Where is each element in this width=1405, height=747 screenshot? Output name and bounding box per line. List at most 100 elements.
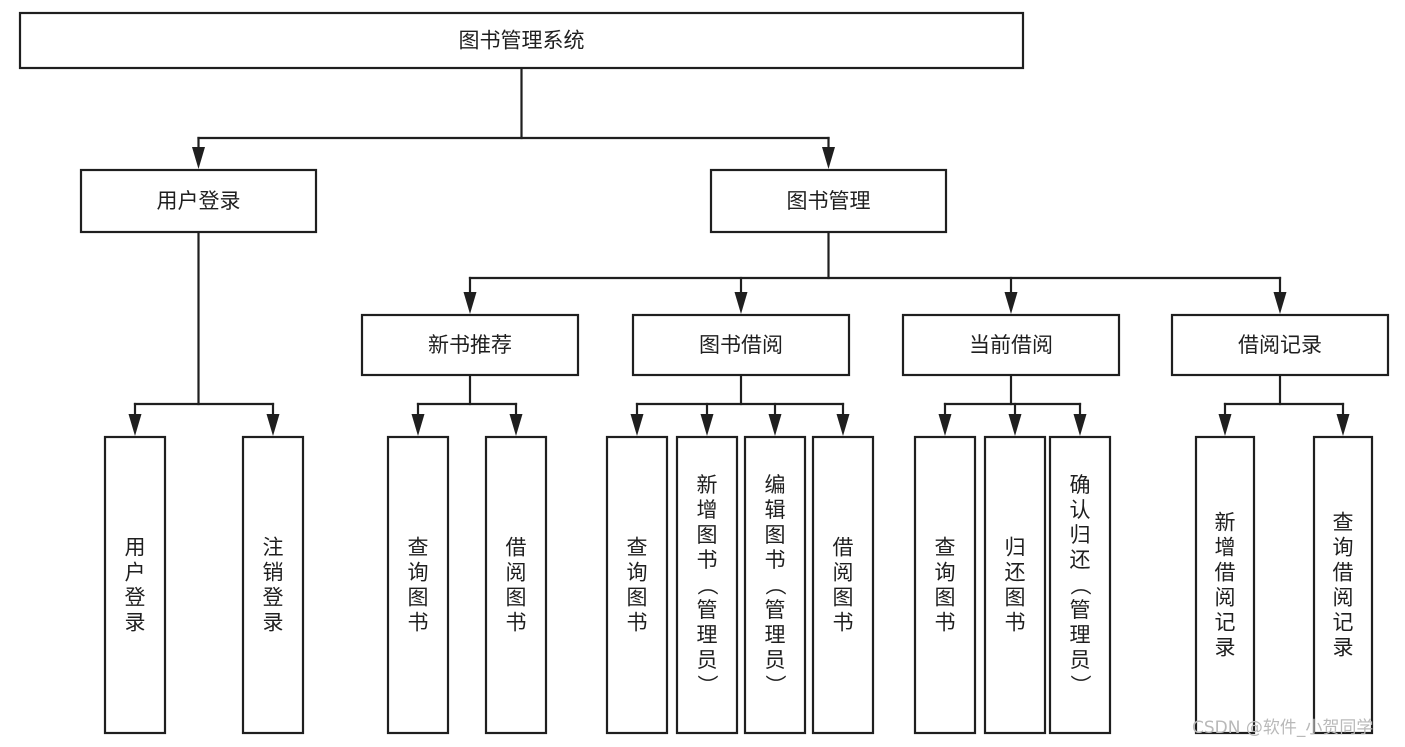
node-box[interactable] (811, 435, 875, 735)
node-label-char: 登 (125, 586, 146, 610)
node-label-char: （ (763, 575, 787, 596)
node-label-char: 认 (1070, 498, 1091, 522)
node-label-char: 新 (697, 473, 718, 497)
node-label-char: 图 (697, 523, 718, 547)
node-box[interactable] (743, 435, 807, 735)
node-box[interactable] (79, 168, 318, 234)
node-box[interactable] (709, 168, 948, 234)
node-level3-current-borrow[interactable]: 当前借阅 (901, 313, 1121, 377)
node-level3-borrow-records[interactable]: 借阅记录 (1170, 313, 1390, 377)
node-label-char: 图 (506, 586, 527, 610)
arrow-head-icon (509, 414, 523, 436)
node-label: 图书借阅 (699, 333, 783, 357)
node-label-char: 书 (506, 611, 527, 635)
node-label-char: 借 (1215, 561, 1236, 585)
node-label-char: ） (1068, 675, 1092, 696)
node-label-char: 询 (408, 561, 429, 585)
arrow-head-icon (836, 414, 850, 436)
node-box[interactable] (1170, 313, 1390, 377)
node-label-char: 图 (765, 523, 786, 547)
node-label-char: 图 (627, 586, 648, 610)
node-label-char: 图 (1005, 586, 1026, 610)
node-box[interactable] (901, 313, 1121, 377)
node-label-char: 管 (765, 598, 786, 622)
node-level3-new-book-recommend[interactable]: 新书推荐 (360, 313, 580, 377)
node-label-char: 查 (935, 536, 956, 560)
node-label-char: 员 (697, 648, 718, 672)
node-label-char: ） (763, 675, 787, 696)
node-level3-book-borrow[interactable]: 图书借阅 (631, 313, 851, 377)
node-label-char: 销 (263, 561, 284, 585)
node-box[interactable] (983, 435, 1047, 735)
node-label-char: 书 (697, 548, 718, 572)
node-label-char: 图 (408, 586, 429, 610)
node-label-char: 注 (263, 536, 284, 560)
node-box[interactable] (484, 435, 548, 735)
node-box[interactable] (241, 435, 305, 735)
arrow-head-icon (822, 147, 835, 169)
node-label-char: 新 (1215, 511, 1236, 535)
node-root[interactable]: 图书管理系统 (18, 11, 1025, 70)
node-box[interactable] (103, 435, 167, 735)
node-label: 借阅记录 (1238, 333, 1322, 357)
node-label-char: 登 (263, 586, 284, 610)
node-label-char: 理 (1070, 623, 1091, 647)
node-label-char: 录 (263, 611, 284, 635)
node-label: 图书管理系统 (459, 29, 585, 53)
node-label-char: （ (695, 575, 719, 596)
node-label-char: 增 (697, 498, 718, 522)
node-label-char: 查 (408, 536, 429, 560)
node-label-char: 还 (1070, 548, 1091, 572)
node-leaf-leaf-user-login[interactable]: 用户登录 (103, 435, 167, 735)
arrow-head-icon (734, 292, 748, 314)
node-level2-user-login[interactable]: 用户登录 (79, 168, 318, 234)
node-box[interactable] (386, 435, 450, 735)
node-label-char: 询 (627, 561, 648, 585)
node-box[interactable] (1194, 435, 1256, 735)
arrow-head-icon (463, 292, 477, 314)
node-label-char: 书 (833, 611, 854, 635)
node-box[interactable] (1048, 435, 1112, 735)
node-label-char: 录 (125, 611, 146, 635)
arrow-head-icon (938, 414, 952, 436)
node-label-char: ） (695, 675, 719, 696)
node-label-char: 图 (935, 586, 956, 610)
node-label-char: 理 (697, 623, 718, 647)
node-label-char: 员 (765, 648, 786, 672)
node-box[interactable] (1312, 435, 1374, 735)
node-box[interactable] (631, 313, 851, 377)
node-level2-book-management[interactable]: 图书管理 (709, 168, 948, 234)
node-box[interactable] (360, 313, 580, 377)
node-box[interactable] (605, 435, 669, 735)
node-box[interactable] (675, 435, 739, 735)
node-label-char: 还 (1005, 561, 1026, 585)
node-box[interactable] (913, 435, 977, 735)
node-label-char: 书 (765, 548, 786, 572)
node-label-char: 询 (935, 561, 956, 585)
node-label-char: 管 (697, 598, 718, 622)
arrow-head-icon (700, 414, 714, 436)
node-label-char: 编 (765, 473, 786, 497)
node-layer: 图书管理系统用户登录图书管理新书推荐图书借阅当前借阅借阅记录用户登录注销登录查询… (18, 11, 1390, 735)
node-box[interactable] (18, 11, 1025, 70)
node-label-char: 记 (1215, 611, 1236, 635)
node-label: 当前借阅 (969, 333, 1053, 357)
arrow-head-icon (1273, 292, 1287, 314)
arrow-head-icon (630, 414, 644, 436)
node-label-char: 阅 (833, 561, 854, 585)
node-label-char: 书 (1005, 611, 1026, 635)
node-label-char: 查 (627, 536, 648, 560)
